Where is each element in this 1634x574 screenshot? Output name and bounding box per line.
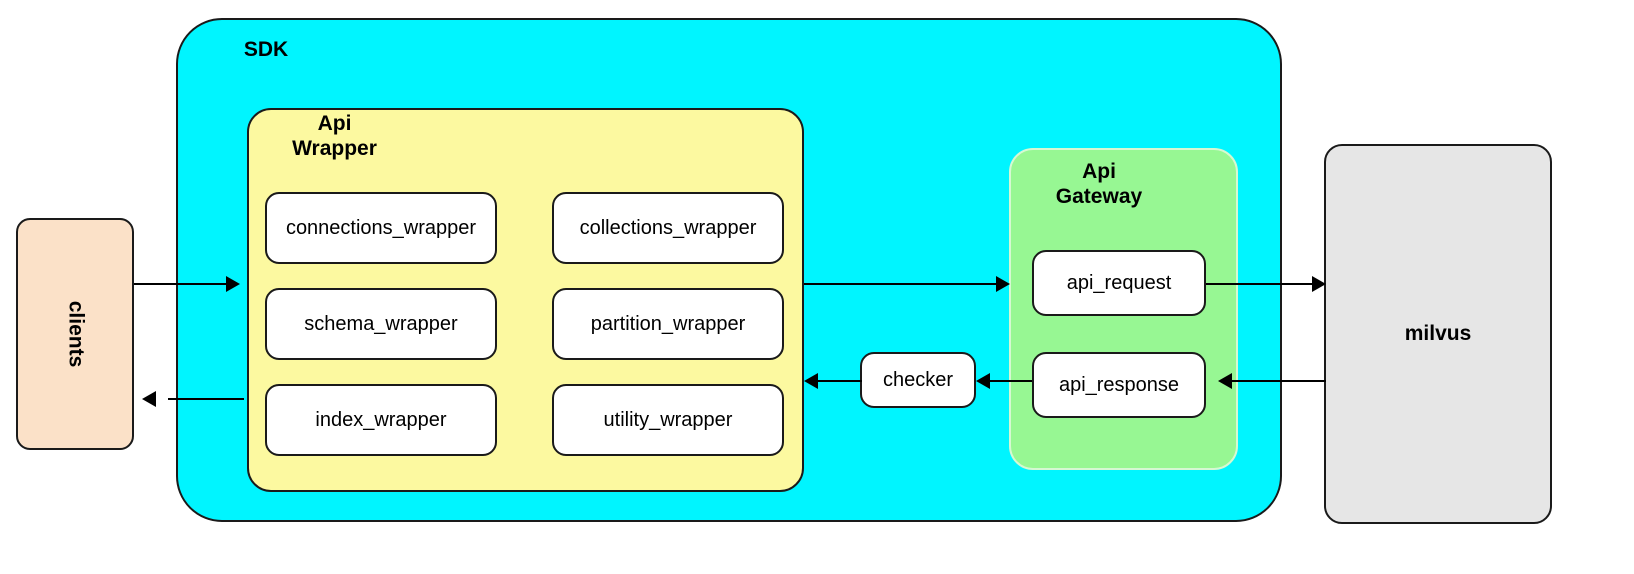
node-schema-wrapper[interactable]: schema_wrapper bbox=[265, 288, 497, 360]
node-checker[interactable]: checker bbox=[860, 352, 976, 408]
node-index-wrapper[interactable]: index_wrapper bbox=[265, 384, 497, 456]
node-utility-wrapper[interactable]: utility_wrapper bbox=[552, 384, 784, 456]
node-partition-wrapper[interactable]: partition_wrapper bbox=[552, 288, 784, 360]
arrow-checker-to-wrapper-head bbox=[804, 373, 818, 389]
arrow-api-response-to-checker-line bbox=[980, 380, 1032, 382]
arrow-milvus-to-api-response-line bbox=[1222, 380, 1326, 382]
arrow-clients-to-sdk-head bbox=[226, 276, 240, 292]
node-connections-wrapper[interactable]: connections_wrapper bbox=[265, 192, 497, 264]
entity-clients-label: clients bbox=[64, 300, 87, 368]
arrow-clients-to-sdk-line bbox=[134, 283, 228, 285]
node-collections-wrapper[interactable]: collections_wrapper bbox=[552, 192, 784, 264]
node-api-request[interactable]: api_request bbox=[1032, 250, 1206, 316]
entity-clients[interactable]: clients bbox=[16, 218, 134, 450]
arrow-wrapper-to-gateway-head bbox=[996, 276, 1010, 292]
arrow-sdk-to-clients-head bbox=[142, 391, 156, 407]
arrow-milvus-to-api-response-head bbox=[1218, 373, 1232, 389]
arrow-checker-to-wrapper-line bbox=[808, 380, 862, 382]
arrow-wrapper-to-gateway-line bbox=[804, 283, 1000, 285]
arrow-api-response-to-checker-head bbox=[976, 373, 990, 389]
arrow-api-request-to-milvus-line bbox=[1206, 283, 1318, 285]
node-api-response[interactable]: api_response bbox=[1032, 352, 1206, 418]
arrow-api-request-to-milvus-head bbox=[1312, 276, 1326, 292]
arrow-sdk-to-clients-line bbox=[168, 398, 244, 400]
entity-milvus[interactable]: milvus bbox=[1324, 144, 1552, 524]
